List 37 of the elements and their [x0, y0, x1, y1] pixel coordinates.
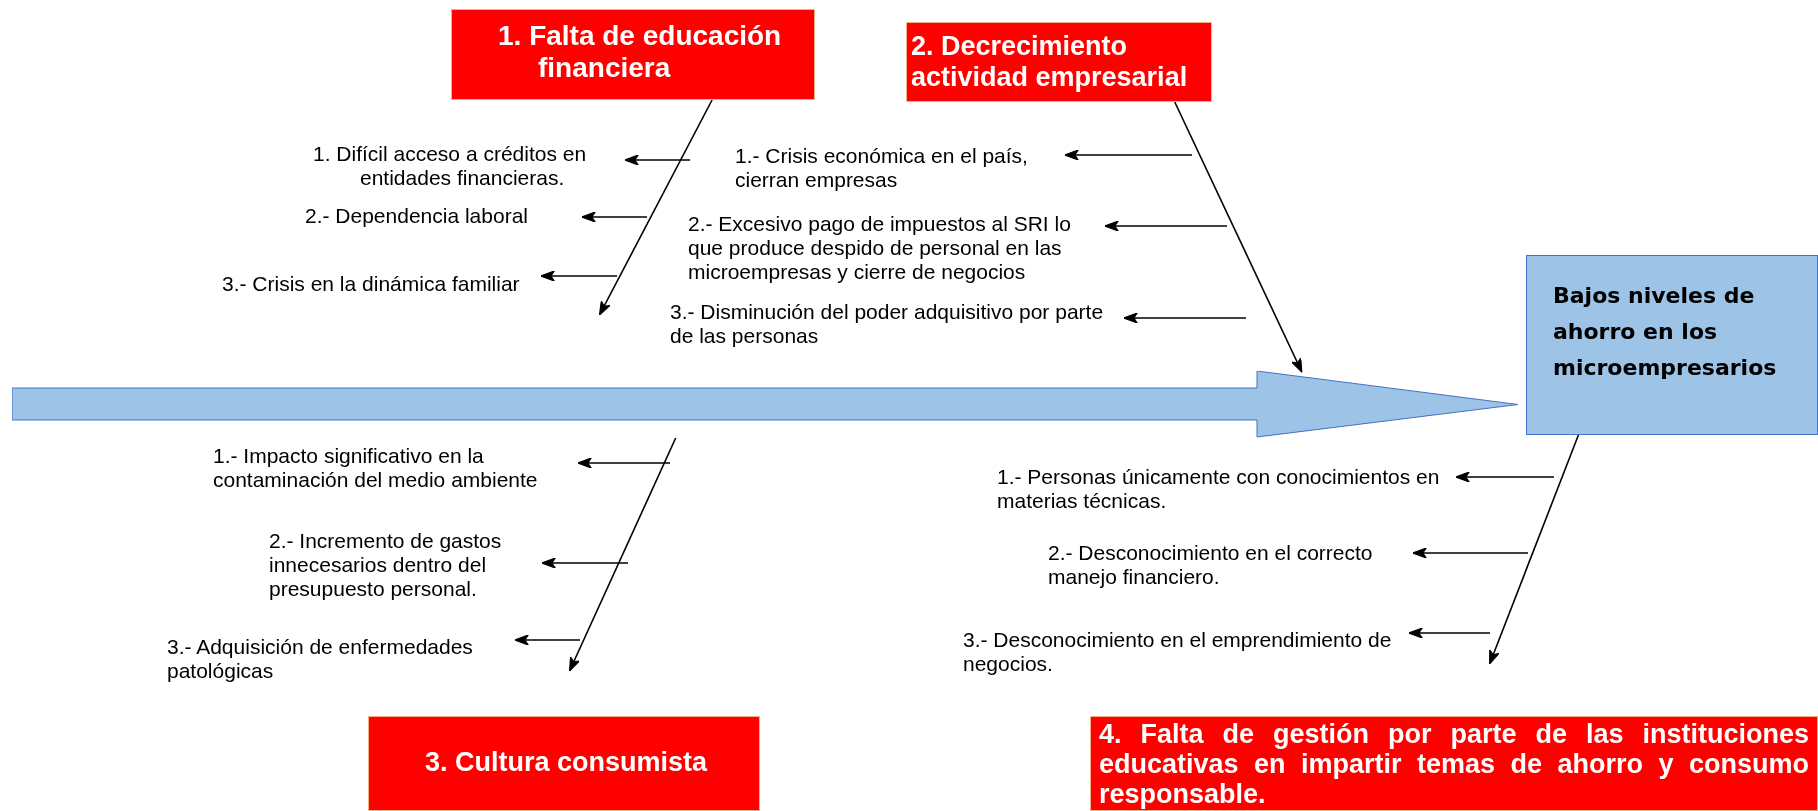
arrow — [577, 457, 671, 469]
sub-cause-text: 2.- Dependencia laboral — [305, 204, 583, 232]
arrow — [1104, 220, 1228, 232]
sub-cause-text: 1.- Personas únicamente con conocimientos en materias técnicas. — [997, 465, 1457, 517]
arrow — [1455, 471, 1555, 483]
effect-box — [1526, 255, 1818, 435]
arrow — [598, 99, 713, 316]
sub-cause-text: 2.- Incremento de gastos innecesarios dentro del presupuesto personal. — [269, 529, 543, 607]
cause-box — [906, 22, 1212, 102]
cause-title: 2. Decrecimiento actividad empresarial — [910, 30, 1189, 93]
sub-cause-text: 3.- Disminución del poder adquisitivo por parte de las personas — [670, 300, 1125, 354]
sub-cause-text: 3.- Crisis en la dinámica familiar — [222, 272, 542, 300]
arrow — [1064, 149, 1193, 161]
arrow — [1408, 627, 1491, 639]
cause-title: 1. Falta de educación financiera — [497, 19, 783, 84]
sub-cause-text: 3.- Adquisición de enfermedades patológicas — [167, 635, 516, 689]
arrow — [581, 211, 648, 223]
arrow — [1123, 312, 1247, 324]
cause-title: 4. Falta de gestión por parte de las instituciones educativas en impartir temas de ahorro y consumo responsable. — [1098, 718, 1810, 809]
sub-cause-text: 2.- Excesivo pago de impuestos al SRI lo que produce despido de personal en las microempresas y cierre de negocios — [688, 212, 1106, 290]
arrow — [540, 270, 618, 282]
arrow — [1489, 434, 1580, 665]
arrow — [569, 437, 677, 672]
arrow — [541, 557, 629, 569]
effect-title: Bajos niveles de ahorro en los microempresarios — [1552, 282, 1778, 382]
arrow — [1173, 101, 1303, 373]
arrow — [624, 154, 691, 166]
cause-box — [368, 716, 760, 811]
cause-box — [451, 9, 815, 100]
arrow — [514, 634, 581, 646]
sub-cause-text: 2.- Desconocimiento en el correcto manejo financiero. — [1048, 541, 1414, 593]
sub-cause-text: 3.- Desconocimiento en el emprendimiento de negocios. — [963, 628, 1410, 682]
arrow — [1412, 547, 1529, 559]
cause-title: 3. Cultura consumista — [424, 746, 709, 778]
sub-cause-text: 1.- Impacto significativo en la contaminación del medio ambiente — [213, 444, 579, 496]
sub-cause-text: 1. Difícil acceso a créditos en entidades financieras. — [313, 142, 626, 194]
sub-cause-text: 1.- Crisis económica en el país, cierran empresas — [735, 144, 1066, 196]
